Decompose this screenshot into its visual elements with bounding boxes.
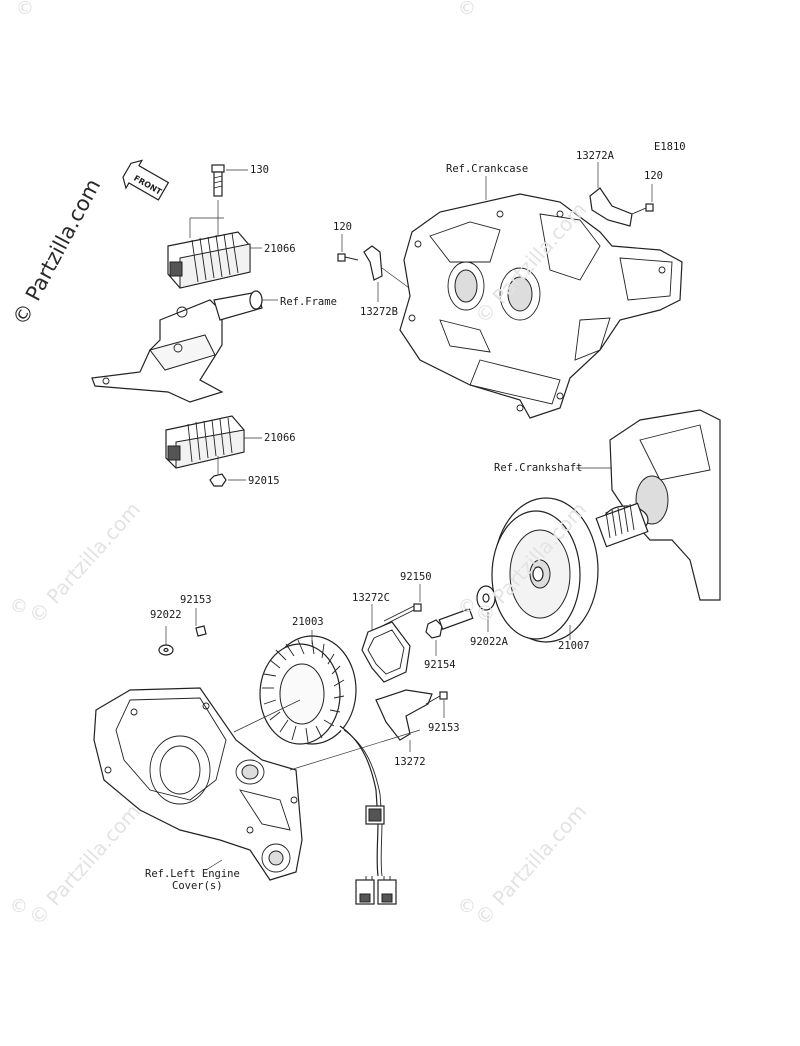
- label-ref-left-cover-line2: Cover(s): [172, 880, 223, 892]
- plate-13272C: [361, 604, 411, 683]
- label-21007: 21007: [558, 640, 590, 652]
- label-120-left: 120: [333, 221, 352, 233]
- bolt-130: [211, 164, 248, 197]
- stator-21003: [259, 630, 397, 905]
- washer-92022A: [476, 585, 496, 632]
- bolt-120-right: [631, 184, 654, 215]
- label-ref-crankshaft: Ref.Crankshaft: [494, 462, 583, 474]
- label-21003: 21003: [292, 616, 324, 628]
- rotor-21007: [491, 497, 599, 643]
- label-13272B: 13272B: [360, 306, 398, 318]
- label-ref-left-cover-line1: Ref.Left Engine: [145, 868, 240, 880]
- label-ref-crankcase: Ref.Crankcase: [446, 163, 529, 175]
- watermark-symbol: ©: [458, 896, 476, 917]
- label-21066-top: 21066: [264, 243, 296, 255]
- watermark-symbol: ©: [458, 596, 476, 617]
- label-92150: 92150: [400, 571, 432, 583]
- watermark-symbol: ©: [16, 0, 34, 19]
- regulator-21066-top: [167, 200, 262, 289]
- front-arrow-badge: FRONT: [122, 159, 170, 201]
- label-13272: 13272: [394, 756, 426, 768]
- crankcase: [399, 176, 683, 419]
- frame-bracket: [91, 290, 278, 403]
- label-92153-right: 92153: [428, 722, 460, 734]
- bolt-92153-top: [195, 608, 207, 637]
- label-92153-top: 92153: [180, 594, 212, 606]
- bracket-13272A: [589, 162, 633, 227]
- label-120-right: 120: [644, 170, 663, 182]
- watermark-symbol: ©: [10, 596, 28, 617]
- label-92015: 92015: [248, 475, 280, 487]
- crankshaft: [576, 409, 721, 601]
- washer-92022: [158, 626, 174, 656]
- label-92022: 92022: [150, 609, 182, 621]
- watermark-symbol: ©: [10, 896, 28, 917]
- nut-92015: [209, 456, 246, 487]
- regulator-21066-bottom: [165, 415, 262, 469]
- bolt-92153-right: [425, 691, 448, 718]
- diagram-code: E1810: [654, 141, 686, 153]
- guide-13272: [375, 689, 433, 752]
- left-engine-cover: [93, 687, 421, 881]
- label-13272A: 13272A: [576, 150, 614, 162]
- label-13272C: 13272C: [352, 592, 390, 604]
- label-ref-frame: Ref.Frame: [280, 296, 337, 308]
- bolt-92150: [383, 584, 422, 626]
- bolt-92154: [425, 608, 474, 656]
- label-21066-bottom: 21066: [264, 432, 296, 444]
- label-130: 130: [250, 164, 269, 176]
- bolt-120-left: [337, 234, 359, 262]
- label-92154: 92154: [424, 659, 456, 671]
- label-92022A: 92022A: [470, 636, 508, 648]
- watermark-symbols: © © © © © ©: [10, 0, 476, 917]
- watermark-symbol: ©: [458, 0, 476, 19]
